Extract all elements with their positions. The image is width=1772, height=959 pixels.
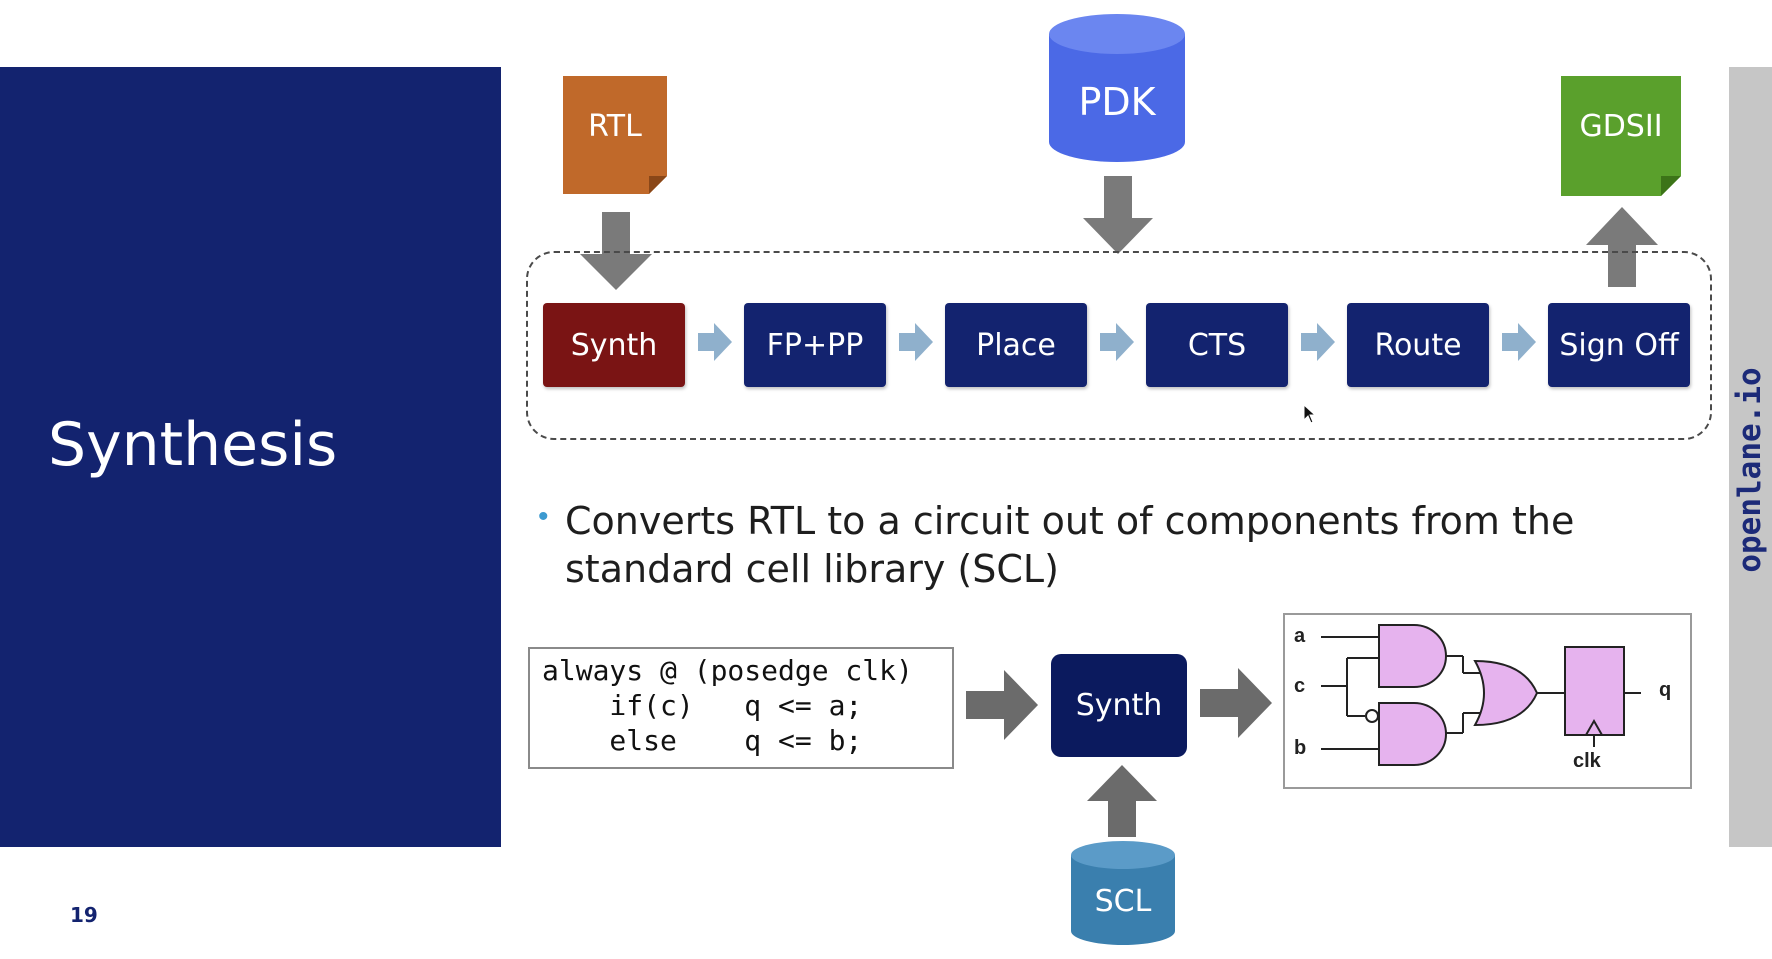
synth-tool-box: Synth (1051, 654, 1187, 757)
slide-title: Synthesis (48, 410, 338, 480)
title-panel (0, 67, 501, 847)
circuit-label-clk: clk (1573, 750, 1601, 772)
stage-fp-pp: FP+PP (744, 303, 886, 387)
flow-arrow-icon (1301, 323, 1335, 361)
code-line-3: else q <= b; (542, 724, 863, 757)
mouse-cursor-icon (1303, 404, 1317, 424)
circuit-label-q: q (1659, 679, 1672, 701)
code-line-2: if(c) q <= a; (542, 689, 863, 722)
stage-cts: CTS (1146, 303, 1288, 387)
side-text: openlane.io (1732, 367, 1768, 573)
stage-route: Route (1347, 303, 1489, 387)
bullet-line-2: standard cell library (SCL) (565, 547, 1059, 591)
rtl-document-icon (563, 76, 667, 194)
gdsii-document-icon (1561, 76, 1681, 196)
pdk-label: PDK (1078, 80, 1156, 124)
circuit-label-b: b (1294, 737, 1307, 759)
rtl-code-box (528, 647, 954, 769)
scl-label: SCL (1094, 883, 1152, 919)
gdsii-label: GDSII (1579, 108, 1663, 144)
slide-number: 19 (70, 903, 98, 927)
rtl-label: RTL (588, 108, 642, 144)
side-strip (1729, 67, 1772, 847)
stage-place: Place (945, 303, 1087, 387)
bullet-dot-icon: • (538, 500, 549, 533)
flow-arrow-icon (698, 323, 732, 361)
circuit-label-c: c (1294, 675, 1306, 697)
gdsii-up-arrow-icon (1586, 207, 1658, 287)
circuit-schematic-icon (1321, 624, 1641, 766)
synth-to-circuit-arrow-icon (1200, 668, 1272, 738)
bullet-line-1: Converts RTL to a circuit out of compone… (565, 499, 1575, 543)
code-to-synth-arrow-icon (966, 670, 1038, 740)
pdk-down-arrow-icon (1083, 176, 1153, 254)
bullet-text: Converts RTL to a circuit out of compone… (565, 497, 1574, 593)
scl-up-arrow-icon (1087, 765, 1157, 837)
flow-arrow-icon (1100, 323, 1134, 361)
flow-arrow-icon (899, 323, 933, 361)
scl-database-icon (1071, 841, 1175, 945)
stage-sign-off: Sign Off (1548, 303, 1690, 387)
flow-frame (526, 251, 1712, 440)
stage-synth: Synth (543, 303, 685, 387)
circuit-label-a: a (1294, 625, 1306, 647)
code-line-1: always @ (posedge clk) (542, 654, 913, 687)
flow-arrow-icon (1502, 323, 1536, 361)
pdk-database-icon (1049, 14, 1185, 162)
